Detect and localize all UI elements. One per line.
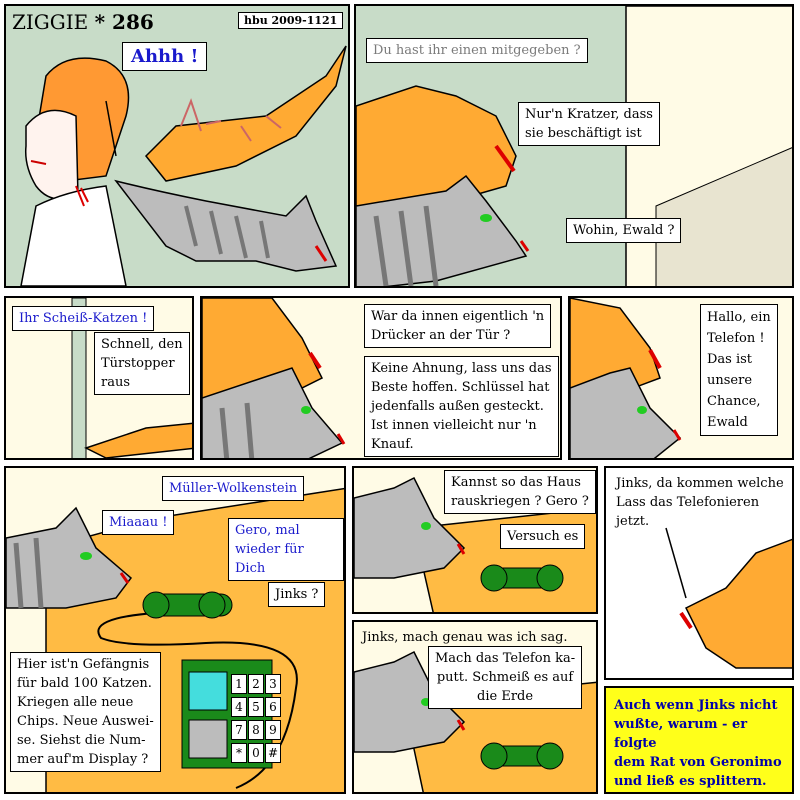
woman-dress <box>20 185 127 286</box>
panel-3-text: Schnell, den Türstopper raus <box>94 332 190 395</box>
phone-mouthpiece <box>536 564 564 592</box>
orange-cat-head <box>570 298 661 394</box>
panel-2-answer: Nur'n Kratzer, dass sie beschäftigt ist <box>518 102 660 146</box>
key-star[interactable]: * <box>231 743 247 763</box>
key-9[interactable]: 9 <box>265 720 281 740</box>
orange-cat-nose <box>494 144 516 173</box>
panel-6-gero: Gero, mal wieder für Dich <box>228 518 344 581</box>
panel-2: Du hast ihr einen mitgegeben ? Nur'n Kra… <box>354 4 794 288</box>
orange-cat-stripes <box>180 98 282 142</box>
panel-3-shout: Ihr Scheiß-Katzen ! <box>12 306 155 331</box>
grey-cat-head <box>356 174 528 286</box>
grey-cat-stripes <box>219 402 255 458</box>
panel-9: Jinks, da kommen welche Lass das Telefon… <box>604 466 794 680</box>
panel-1: ZIGGIE * 286 hbu 2009-1121 Ahhh ! <box>4 4 350 288</box>
comic-episode: * 286 <box>94 10 154 34</box>
key-7[interactable]: 7 <box>231 720 247 740</box>
panel-2-where: Wohin, Ewald ? <box>566 218 682 243</box>
grey-cat-nose <box>314 245 328 262</box>
grey-cat-eye <box>480 214 492 222</box>
key-2[interactable]: 2 <box>248 674 264 694</box>
panel-6-name: Müller-Wolkenstein <box>162 476 305 501</box>
key-8[interactable]: 8 <box>248 720 264 740</box>
grey-cat-stripes <box>13 537 44 609</box>
grey-cat-head <box>354 650 466 753</box>
grey-cat-eye <box>421 522 431 530</box>
woman-face <box>24 109 79 201</box>
door-floor <box>655 147 792 286</box>
panel-10-caption: Auch wenn Jinks nicht wußte, warum - er … <box>604 686 794 794</box>
grey-cat-nose <box>456 719 466 731</box>
orange-cat-tail <box>84 422 192 458</box>
panel-4-question: War da innen eigentlich 'n Drücker an de… <box>364 304 552 348</box>
phone-mouthpiece <box>536 742 564 770</box>
speech-tail <box>665 527 687 599</box>
panel-7: Kannst so das Haus rauskriegen ? Gero ? … <box>352 466 598 614</box>
panel-6-long: Hier ist'n Gefängnis für bald 100 Katzen… <box>10 652 161 772</box>
panel-8: Jinks, mach genau was ich sag. Mach das … <box>352 620 598 794</box>
key-3[interactable]: 3 <box>265 674 281 694</box>
grey-cat-eye <box>301 406 311 414</box>
grey-cat-head <box>202 367 344 458</box>
grey-cat-nose <box>456 543 466 555</box>
orange-cat-head <box>684 538 792 669</box>
panel-8-art <box>354 650 596 792</box>
phone-display <box>188 671 228 711</box>
grey-cat-head <box>354 476 466 579</box>
comic-title-text: ZIGGIE <box>12 10 89 34</box>
panel-1-shout: Ahhh ! <box>122 42 208 71</box>
panel-9-text: Jinks, da kommen welche Lass das Telefon… <box>616 476 784 529</box>
key-0[interactable]: 0 <box>248 743 264 763</box>
phone-earpiece <box>480 564 508 592</box>
panel-8-line2: Mach das Telefon ka- putt. Schmeiß es au… <box>428 646 583 709</box>
panel-6-meow: Miaaau ! <box>102 510 175 535</box>
grey-cat-stripes <box>184 205 270 259</box>
phone-mouthpiece <box>198 591 226 619</box>
grey-cat-head <box>570 367 682 458</box>
phone-earpiece <box>480 742 508 770</box>
key-hash[interactable]: # <box>265 743 281 763</box>
phone-panel <box>188 719 228 759</box>
woman-mouth <box>30 160 47 165</box>
grey-cat-stripes <box>373 205 439 286</box>
panel-4: War da innen eigentlich 'n Drücker an de… <box>200 296 562 460</box>
panel-3-art <box>71 298 192 458</box>
grey-cat-nose <box>519 240 530 252</box>
panel-4-answer: Keine Ahnung, lass uns das Beste hoffen.… <box>364 356 559 457</box>
door-edge <box>71 298 87 458</box>
panel-2-question: Du hast ihr einen mitgegeben ? <box>366 38 588 63</box>
panel-5-art <box>570 298 682 458</box>
orange-cat-nose <box>648 349 662 369</box>
panel-1-art <box>20 45 347 286</box>
panel-5: Hallo, ein Telefon ! Das ist unsere Chan… <box>568 296 794 460</box>
panel-8-line1: Jinks, mach genau was ich sag. <box>362 630 568 645</box>
panel-4-art <box>202 298 346 458</box>
grey-cat-eye <box>80 552 92 560</box>
orange-cat-nose <box>679 611 693 630</box>
woman-scratch <box>75 185 89 207</box>
grey-cat-nose <box>336 433 346 445</box>
key-4[interactable]: 4 <box>231 697 247 717</box>
grey-cat <box>114 179 338 272</box>
key-5[interactable]: 5 <box>248 697 264 717</box>
orange-cat-nose <box>308 351 322 370</box>
panel-6: 1 2 3 4 5 6 7 8 9 * 0 # Miaaau ! Müller-… <box>4 466 346 794</box>
panel-6-jinks: Jinks ? <box>268 582 326 607</box>
shout-tail <box>105 100 117 157</box>
key-6[interactable]: 6 <box>265 697 281 717</box>
panel-5-text: Hallo, ein Telefon ! Das ist unsere Chan… <box>700 304 778 436</box>
panel-7-question: Kannst so das Haus rauskriegen ? Gero ? <box>444 470 596 514</box>
key-1[interactable]: 1 <box>231 674 247 694</box>
panel-9-art <box>665 527 792 669</box>
phone-keypad: 1 2 3 4 5 6 7 8 9 * 0 # <box>231 674 281 763</box>
phone-earpiece <box>142 591 170 619</box>
panel-3: Ihr Scheiß-Katzen ! Schnell, den Türstop… <box>4 296 194 460</box>
grey-cat-nose <box>119 572 130 584</box>
grey-cat-nose <box>672 429 682 441</box>
grey-cat-eye <box>637 406 647 414</box>
panel-7-answer: Versuch es <box>500 524 586 549</box>
comic-title: ZIGGIE * 286 <box>12 10 154 34</box>
phone-cord <box>97 612 298 789</box>
comic-stamp: hbu 2009-1121 <box>238 12 344 29</box>
